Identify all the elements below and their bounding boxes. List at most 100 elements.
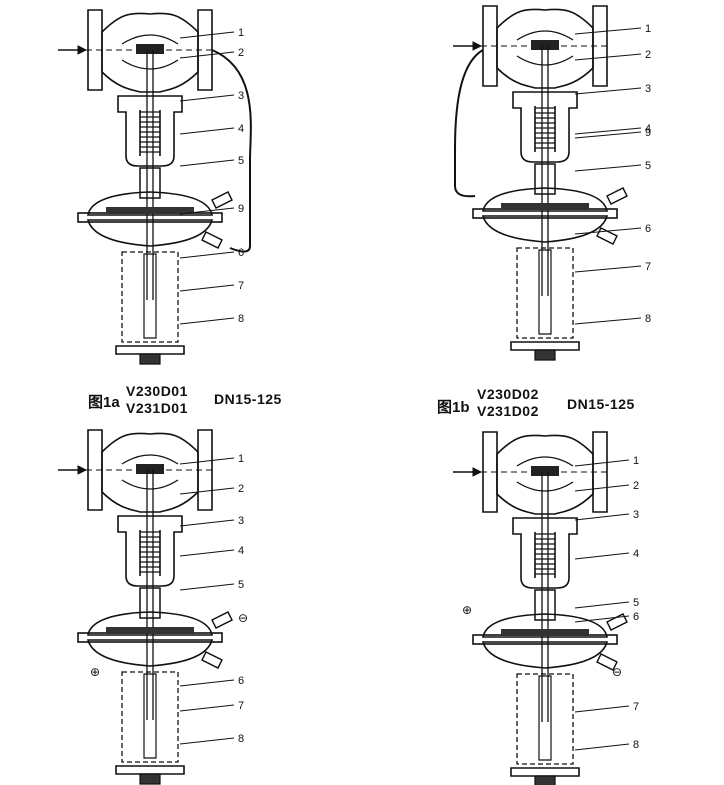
- spring-cage: [121, 251, 179, 343]
- leader-line: [574, 164, 642, 172]
- caption-1b-model-2: V231D02: [477, 403, 539, 419]
- control-fitting: [596, 227, 618, 245]
- part-label: 8: [238, 733, 244, 745]
- impulse-line: [454, 49, 484, 198]
- part-label: 8: [645, 313, 651, 325]
- body-partition: [121, 34, 179, 45]
- leader-line: [179, 487, 235, 495]
- setpoint-base: [115, 765, 185, 775]
- part-label: 1: [238, 27, 244, 39]
- leader-line: [179, 679, 235, 687]
- valve-plug: [531, 40, 559, 50]
- leader-line: [179, 207, 235, 215]
- diaphragm-lower-cover: [481, 215, 609, 243]
- vent-fitting: [211, 191, 233, 209]
- caption-1a-range: DN15-125: [214, 391, 282, 407]
- leader-line: [179, 457, 235, 465]
- control-fitting: [201, 651, 223, 669]
- flow-arrow-head: [77, 45, 88, 55]
- diaphragm-plate: [106, 207, 194, 214]
- valve-body: [496, 8, 594, 89]
- body-partition: [516, 30, 574, 41]
- bonnet: [117, 95, 183, 167]
- setpoint-base: [115, 345, 185, 355]
- spring-cage: [516, 247, 574, 339]
- part-label: 9: [645, 127, 651, 139]
- leader-line: [574, 705, 630, 713]
- leader-line: [574, 552, 630, 560]
- spring-rod: [538, 675, 552, 761]
- diaphragm-upper-cover: [87, 191, 213, 216]
- bonnet: [512, 91, 578, 163]
- flow-arrow-head: [77, 465, 88, 475]
- diaphragm-lower-cover: [86, 639, 214, 667]
- leader-line: [574, 227, 642, 235]
- body-partition: [516, 456, 574, 467]
- setpoint-nut: [534, 775, 556, 785]
- diaphragm-plate: [501, 629, 589, 636]
- valve-body: [101, 12, 199, 93]
- valve-body: [496, 434, 594, 515]
- leader-line: [179, 704, 235, 712]
- valve-plug: [136, 464, 164, 474]
- leader-line: [574, 27, 642, 35]
- spring-rod: [143, 673, 157, 759]
- bonnet: [512, 517, 578, 589]
- setpoint-base: [510, 767, 580, 777]
- bonnet: [117, 515, 183, 587]
- part-label: 4: [633, 548, 639, 560]
- leader-line: [574, 265, 642, 273]
- leader-line: [179, 251, 235, 259]
- setpoint-base: [510, 341, 580, 351]
- diaphragm-upper-cover: [482, 187, 608, 212]
- leader-line: [574, 127, 642, 135]
- vent-fitting: [211, 611, 233, 629]
- part-label: 6: [238, 247, 244, 259]
- part-label: 4: [238, 545, 244, 557]
- part-label: 2: [238, 483, 244, 495]
- left-flange: [482, 431, 498, 513]
- diaphragm-upper-cover: [482, 613, 608, 638]
- spring-rod: [143, 253, 157, 339]
- part-label: 9: [238, 203, 244, 215]
- body-partition: [121, 454, 179, 465]
- impulse-line: [211, 49, 252, 253]
- sign-symbol-a: ⊖: [238, 611, 248, 625]
- sign-symbol-b: ⊕: [90, 665, 100, 679]
- diaphragm-lower-cover: [481, 641, 609, 669]
- leader-line: [574, 484, 630, 492]
- body-partition-lower: [516, 55, 574, 66]
- part-label: 6: [633, 611, 639, 623]
- part-label: 8: [238, 313, 244, 325]
- setpoint-nut: [534, 349, 556, 361]
- vent-fitting: [606, 613, 628, 631]
- leader-line: [179, 127, 235, 135]
- stem-coupling: [534, 163, 556, 195]
- leader-line: [179, 51, 235, 59]
- diaphragm-lower-cover: [86, 219, 214, 247]
- valve-plug: [531, 466, 559, 476]
- part-label: 2: [645, 49, 651, 61]
- control-fitting: [596, 653, 618, 671]
- part-label: 5: [645, 160, 651, 172]
- leader-line: [179, 519, 235, 527]
- sign-symbol-b: ⊖: [612, 665, 622, 679]
- leader-line: [179, 284, 235, 292]
- vent-fitting: [606, 187, 628, 205]
- leader-line: [179, 549, 235, 557]
- part-label: 7: [645, 261, 651, 273]
- setpoint-nut: [139, 353, 161, 365]
- part-label: 5: [238, 579, 244, 591]
- leader-line: [574, 317, 642, 325]
- leader-line: [179, 94, 235, 102]
- part-label: 7: [633, 701, 639, 713]
- caption-1b-range: DN15-125: [567, 396, 635, 412]
- part-label: 8: [633, 739, 639, 751]
- left-flange: [482, 5, 498, 87]
- part-label: 6: [238, 675, 244, 687]
- body-partition-lower: [121, 59, 179, 70]
- stem-coupling: [139, 167, 161, 199]
